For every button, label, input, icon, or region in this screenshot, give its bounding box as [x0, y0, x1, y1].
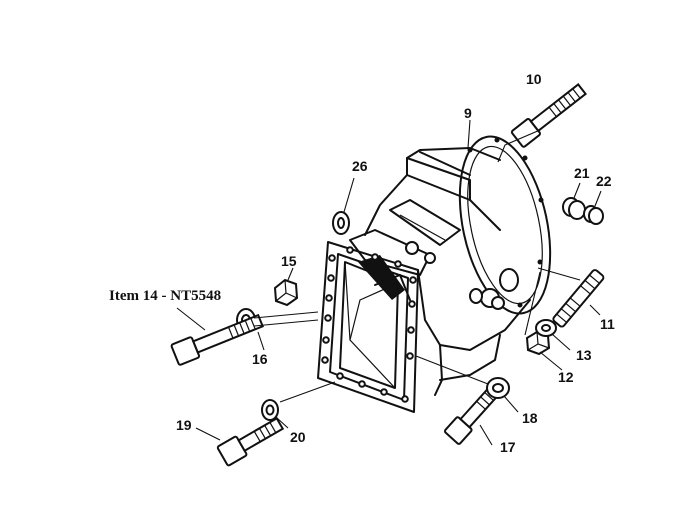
callout-22: 22	[596, 173, 612, 189]
callout-21: 21	[574, 165, 590, 181]
callout-26: 26	[352, 158, 368, 174]
bush-part-21	[562, 197, 586, 220]
callout-16: 16	[252, 351, 268, 367]
callout-9: 9	[464, 105, 472, 121]
nut-part-15	[273, 278, 299, 307]
callout-20: 20	[290, 429, 306, 445]
washer-part-13	[535, 319, 557, 337]
front-flange	[317, 241, 419, 413]
bolt-item-14	[170, 313, 264, 366]
bush-part-22	[583, 205, 604, 225]
callout-labels: 9 10 11 12 13 15 16 17 18 19 20 21 22 26…	[109, 71, 615, 455]
bolt-part-19	[216, 416, 285, 467]
washer-part-26	[332, 211, 350, 235]
callout-11: 11	[600, 316, 615, 332]
callout-10: 10	[526, 71, 542, 87]
callout-12: 12	[558, 369, 574, 385]
item-14-label: Item 14 - NT5548	[109, 288, 221, 304]
washer-part-20	[261, 399, 279, 421]
callout-15: 15	[281, 253, 297, 269]
callout-17: 17	[500, 439, 516, 455]
housing-part-9	[349, 135, 552, 396]
callout-18: 18	[522, 410, 538, 426]
bolt-part-10	[510, 83, 587, 148]
callout-13: 13	[576, 347, 592, 363]
leader-lines	[176, 119, 602, 446]
callout-19: 19	[176, 417, 192, 433]
washer-part-18	[486, 377, 510, 399]
stud-part-11	[552, 269, 605, 328]
